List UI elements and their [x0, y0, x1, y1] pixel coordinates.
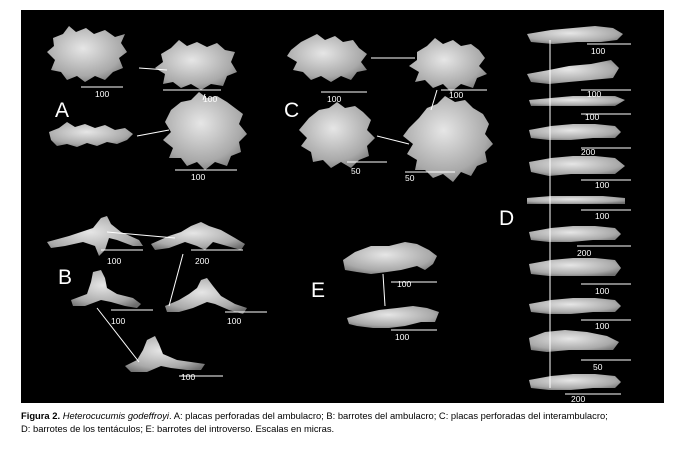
panel-letter-d: D	[499, 207, 514, 230]
scale-label-c2: 100	[449, 90, 463, 100]
scale-label-b4: 100	[227, 316, 241, 326]
scale-label-a3: 100	[191, 172, 205, 182]
scale-label-e1: 100	[397, 279, 411, 289]
scale-label-d6: 100	[595, 211, 609, 221]
scale-label-d11: 200	[571, 394, 585, 403]
scale-label-e2: 100	[395, 332, 409, 342]
scale-label-b1: 100	[107, 256, 121, 266]
connector-b3	[96, 307, 140, 363]
scale-bars	[81, 43, 631, 395]
panel-letter-a: A	[55, 99, 69, 122]
scale-label-d10: 50	[593, 362, 603, 372]
scale-label-c4: 50	[405, 173, 415, 183]
connector-c2	[430, 89, 438, 111]
scale-label-d9: 100	[595, 321, 609, 331]
scale-label-c1: 100	[327, 94, 341, 104]
caption-text-line2: D: barrotes de los tentáculos; E: barrot…	[21, 423, 335, 434]
figure-caption: Figura 2. Heterocucumis godeffroyi. A: p…	[21, 409, 666, 435]
panel-letter-c: C	[284, 99, 299, 122]
scale-label-b5: 100	[181, 372, 195, 382]
connector-b2	[168, 253, 184, 307]
connector-e1	[382, 273, 386, 307]
panel-e-ossicles	[343, 242, 439, 328]
caption-label: Figura 2.	[21, 410, 61, 421]
scale-label-d8: 100	[595, 286, 609, 296]
connector-a2	[136, 129, 170, 137]
scale-label-d4: 200	[581, 147, 595, 157]
panel-b-ossicles	[47, 216, 247, 372]
panel-d-ossicles	[527, 26, 625, 390]
panel-c-ossicles	[287, 34, 493, 182]
caption-text-line1: . A: placas perforadas del ambulacro; B:…	[169, 410, 608, 421]
caption-species: Heterocucumis godeffroyi	[62, 410, 169, 421]
connector-a1	[138, 67, 168, 71]
panel-letter-e: E	[311, 279, 325, 302]
scale-label-d1: 100	[591, 46, 605, 56]
scale-label-d3: 100	[585, 112, 599, 122]
scale-label-b2: 200	[195, 256, 209, 266]
scale-labels: 100 100 100 100 200 100 100 100 100 100 …	[95, 46, 609, 403]
scale-label-d2: 100	[587, 89, 601, 99]
scale-label-d5: 100	[595, 180, 609, 190]
panel-letter-b: B	[58, 266, 72, 289]
connector-a3	[202, 93, 206, 101]
connector-b1	[106, 231, 176, 239]
connector-c3	[376, 135, 410, 145]
scale-label-c3: 50	[351, 166, 361, 176]
scale-label-a2: 100	[203, 94, 217, 104]
scale-label-b3: 100	[111, 316, 125, 326]
scale-label-a1: 100	[95, 89, 109, 99]
panel-a-ossicles	[47, 26, 247, 170]
figure-plate: A B C D E	[21, 10, 664, 403]
scale-label-d7: 200	[577, 248, 591, 258]
ossicle-figure: A B C D E	[47, 26, 631, 403]
